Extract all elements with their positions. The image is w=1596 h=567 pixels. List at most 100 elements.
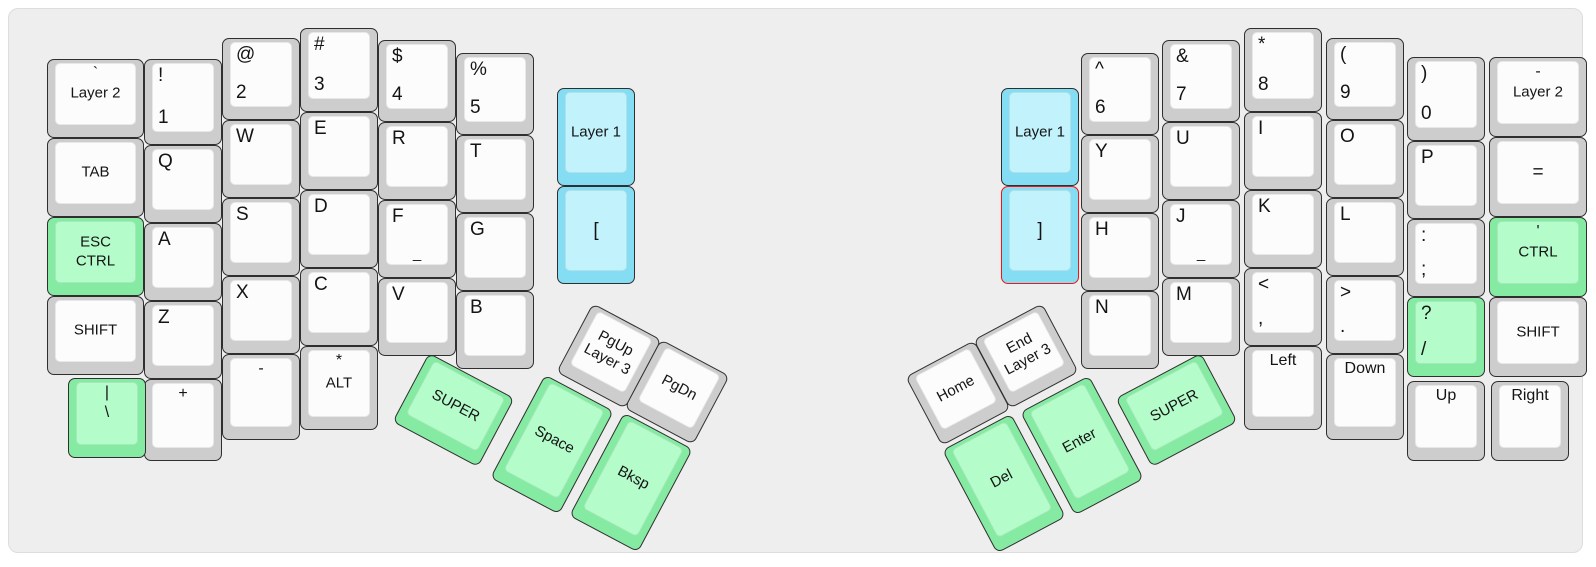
key-4[interactable]: $4 bbox=[378, 40, 456, 122]
key-e[interactable]: E bbox=[300, 112, 378, 190]
keycap-top: A bbox=[152, 227, 214, 288]
keycap-top: SUPER bbox=[1124, 360, 1225, 452]
key-super-left[interactable]: SUPER bbox=[392, 352, 515, 468]
key-period[interactable]: >. bbox=[1326, 276, 1404, 354]
key-legend: Y bbox=[1095, 141, 1108, 162]
key-v[interactable]: V bbox=[378, 278, 456, 356]
key-legend: @ bbox=[236, 44, 256, 65]
keycap-top: PgDn bbox=[637, 346, 721, 430]
key-1[interactable]: !1 bbox=[144, 59, 222, 145]
key-c[interactable]: C bbox=[300, 268, 378, 346]
key-tab[interactable]: TAB bbox=[47, 138, 144, 217]
key-b[interactable]: B bbox=[456, 291, 534, 369]
key-g[interactable]: G bbox=[456, 213, 534, 291]
key-w[interactable]: W bbox=[222, 120, 300, 198]
key-h[interactable]: H bbox=[1081, 213, 1159, 291]
key-layer1-left[interactable]: Layer 1 bbox=[557, 88, 635, 186]
key-legend: TAB bbox=[81, 163, 110, 181]
key-legend: CTRL bbox=[1518, 243, 1558, 261]
keycap-top: )0 bbox=[1415, 61, 1477, 128]
key-d[interactable]: D bbox=[300, 190, 378, 268]
key-legend: L bbox=[1340, 204, 1351, 225]
keycap-top: Layer 1 bbox=[1009, 92, 1071, 173]
keycap-top: Q bbox=[152, 149, 214, 210]
keycap-top: %5 bbox=[464, 57, 526, 122]
key-semicolon[interactable]: :; bbox=[1407, 219, 1485, 297]
key-u[interactable]: U bbox=[1162, 122, 1240, 200]
key-k[interactable]: K bbox=[1244, 190, 1322, 268]
key-a[interactable]: A bbox=[144, 223, 222, 301]
key-equals[interactable]: = bbox=[1489, 137, 1587, 217]
key-rbracket[interactable]: ] bbox=[1001, 186, 1079, 284]
key-legend: 1 bbox=[158, 107, 169, 129]
key-legend: I bbox=[1258, 118, 1264, 139]
keycap-top: Z bbox=[152, 305, 214, 366]
key-2[interactable]: @2 bbox=[222, 38, 300, 120]
key-f[interactable]: F_ bbox=[378, 200, 456, 278]
key-minus-layer2[interactable]: -Layer 2 bbox=[1489, 57, 1587, 137]
key-0[interactable]: )0 bbox=[1407, 57, 1485, 141]
keycap-top: Home bbox=[914, 347, 998, 431]
key-q[interactable]: Q bbox=[144, 145, 222, 223]
keycap-top: Right bbox=[1499, 385, 1561, 448]
key-comma[interactable]: <, bbox=[1244, 268, 1322, 346]
key-t[interactable]: T bbox=[456, 135, 534, 213]
key-plus[interactable]: + bbox=[144, 379, 222, 461]
key-down-arrow[interactable]: Down bbox=[1326, 354, 1404, 440]
keycap-top: &7 bbox=[1170, 44, 1232, 109]
key-5[interactable]: %5 bbox=[456, 53, 534, 135]
key-n[interactable]: N bbox=[1081, 291, 1159, 369]
key-p[interactable]: P bbox=[1407, 141, 1485, 219]
key-legend: End Layer 3 bbox=[1001, 329, 1054, 379]
key-up-arrow[interactable]: Up bbox=[1407, 381, 1485, 461]
key-alt[interactable]: *ALT bbox=[300, 346, 378, 430]
key-shift-right[interactable]: SHIFT bbox=[1489, 297, 1587, 377]
keycap-top: ?/ bbox=[1415, 301, 1477, 364]
key-legend: E bbox=[314, 118, 327, 139]
key-minus[interactable]: - bbox=[222, 354, 300, 440]
key-z[interactable]: Z bbox=[144, 301, 222, 379]
key-y[interactable]: Y bbox=[1081, 135, 1159, 213]
key-pipe-backslash[interactable]: | \ bbox=[68, 378, 146, 458]
key-3[interactable]: #3 bbox=[300, 28, 378, 112]
key-i[interactable]: I bbox=[1244, 112, 1322, 190]
key-legend: Layer 1 bbox=[570, 123, 622, 141]
keycap-top: SUPER bbox=[405, 360, 506, 452]
key-legend: ( bbox=[1340, 44, 1347, 65]
keycap-top: SHIFT bbox=[1497, 301, 1579, 364]
key-o[interactable]: O bbox=[1326, 120, 1404, 198]
key-quote-ctrl[interactable]: 'CTRL bbox=[1489, 217, 1587, 297]
key-layer1-right[interactable]: Layer 1 bbox=[1001, 88, 1079, 186]
keycap-top: I bbox=[1252, 116, 1314, 177]
key-legend: * bbox=[1258, 34, 1266, 55]
key-shift-left[interactable]: SHIFT bbox=[47, 296, 144, 375]
key-legend: S bbox=[236, 204, 249, 225]
key-6[interactable]: ^6 bbox=[1081, 53, 1159, 135]
key-7[interactable]: &7 bbox=[1162, 40, 1240, 122]
key-legend: N bbox=[1095, 297, 1109, 318]
key-r[interactable]: R bbox=[378, 122, 456, 200]
key-backtick-layer2[interactable]: `Layer 2 bbox=[47, 59, 144, 138]
key-m[interactable]: M bbox=[1162, 278, 1240, 356]
key-l[interactable]: L bbox=[1326, 198, 1404, 276]
key-j[interactable]: J_ bbox=[1162, 200, 1240, 278]
key-legend: ESC CTRL bbox=[75, 233, 116, 269]
key-legend: $ bbox=[392, 46, 403, 67]
key-legend: P bbox=[1421, 147, 1434, 168]
key-s[interactable]: S bbox=[222, 198, 300, 276]
key-super-right[interactable]: SUPER bbox=[1115, 352, 1238, 468]
key-esc-ctrl[interactable]: ESC CTRL bbox=[47, 217, 144, 296]
key-legend: ` bbox=[92, 65, 99, 82]
key-right-arrow[interactable]: Right bbox=[1491, 381, 1569, 461]
key-lbracket[interactable]: [ bbox=[557, 186, 635, 284]
keycap-top: <, bbox=[1252, 272, 1314, 333]
keycap-top: J_ bbox=[1170, 204, 1232, 265]
keycap-top: K bbox=[1252, 194, 1314, 255]
key-8[interactable]: *8 bbox=[1244, 28, 1322, 112]
key-9[interactable]: (9 bbox=[1326, 38, 1404, 120]
key-slash[interactable]: ?/ bbox=[1407, 297, 1485, 377]
key-left-arrow[interactable]: Left bbox=[1244, 346, 1322, 430]
key-x[interactable]: X bbox=[222, 276, 300, 354]
keycap-top: @2 bbox=[230, 42, 292, 107]
